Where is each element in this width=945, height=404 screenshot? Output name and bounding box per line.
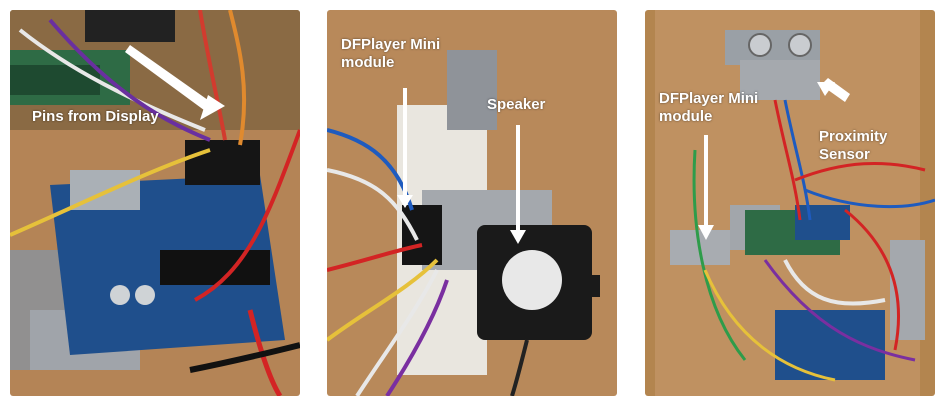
enclosure-photo-scene xyxy=(645,10,935,396)
label-speaker: Speaker xyxy=(487,96,546,113)
label-pins-from-display: Pins from Display xyxy=(32,108,159,125)
label-dfplayer-mini-module: DFPlayer Mini module xyxy=(659,90,759,125)
photo-dfplayer-speaker: DFPlayer Mini module Speaker xyxy=(327,10,617,396)
photo-arduino-display-pins: Pins from Display xyxy=(10,10,300,396)
label-dfplayer-mini-module: DFPlayer Mini module xyxy=(341,36,441,71)
photo-enclosure-proximity-sensor: DFPlayer Mini module Proximity Sensor xyxy=(645,10,935,396)
label-proximity-sensor: Proximity Sensor xyxy=(819,128,888,163)
arduino-photo-scene xyxy=(10,10,300,396)
dfplayer-speaker-photo-scene xyxy=(327,10,617,396)
